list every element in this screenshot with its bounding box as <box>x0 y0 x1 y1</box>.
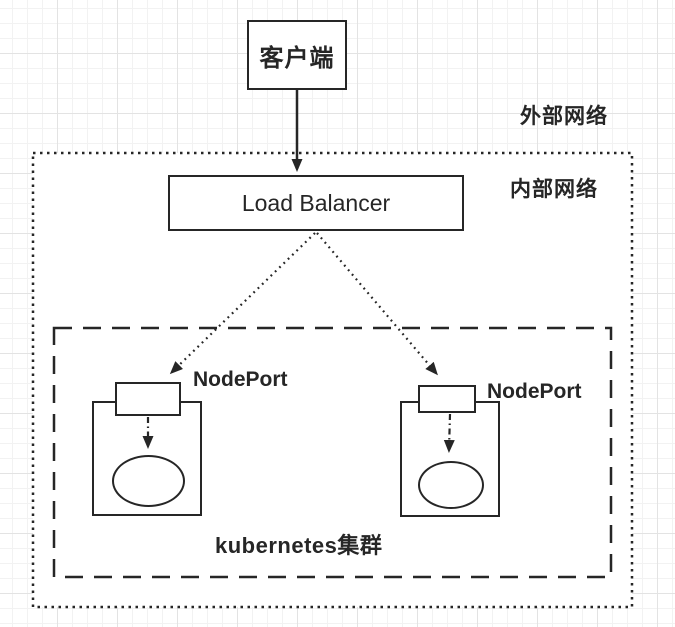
edge-loadbalancer-to-nodeport-left <box>169 232 316 375</box>
load-balancer-node: Load Balancer <box>168 175 464 231</box>
nodeport-label-left: NodePort <box>193 368 288 391</box>
pod-ellipse-left <box>112 455 185 507</box>
client-node: 客户端 <box>247 20 347 90</box>
cluster-label: kubernetes集群 <box>215 533 383 558</box>
client-node-label: 客户端 <box>259 44 335 72</box>
load-balancer-label: Load Balancer <box>241 189 391 216</box>
edge-loadbalancer-to-nodeport-right <box>316 232 438 376</box>
nodeport-rect-right <box>418 385 476 413</box>
pod-ellipse-right <box>418 461 484 509</box>
nodeport-rect-left <box>115 382 181 416</box>
external-network-label: 外部网络 <box>520 105 608 128</box>
internal-network-label: 内部网络 <box>510 178 598 201</box>
nodeport-label-right: NodePort <box>487 380 582 403</box>
